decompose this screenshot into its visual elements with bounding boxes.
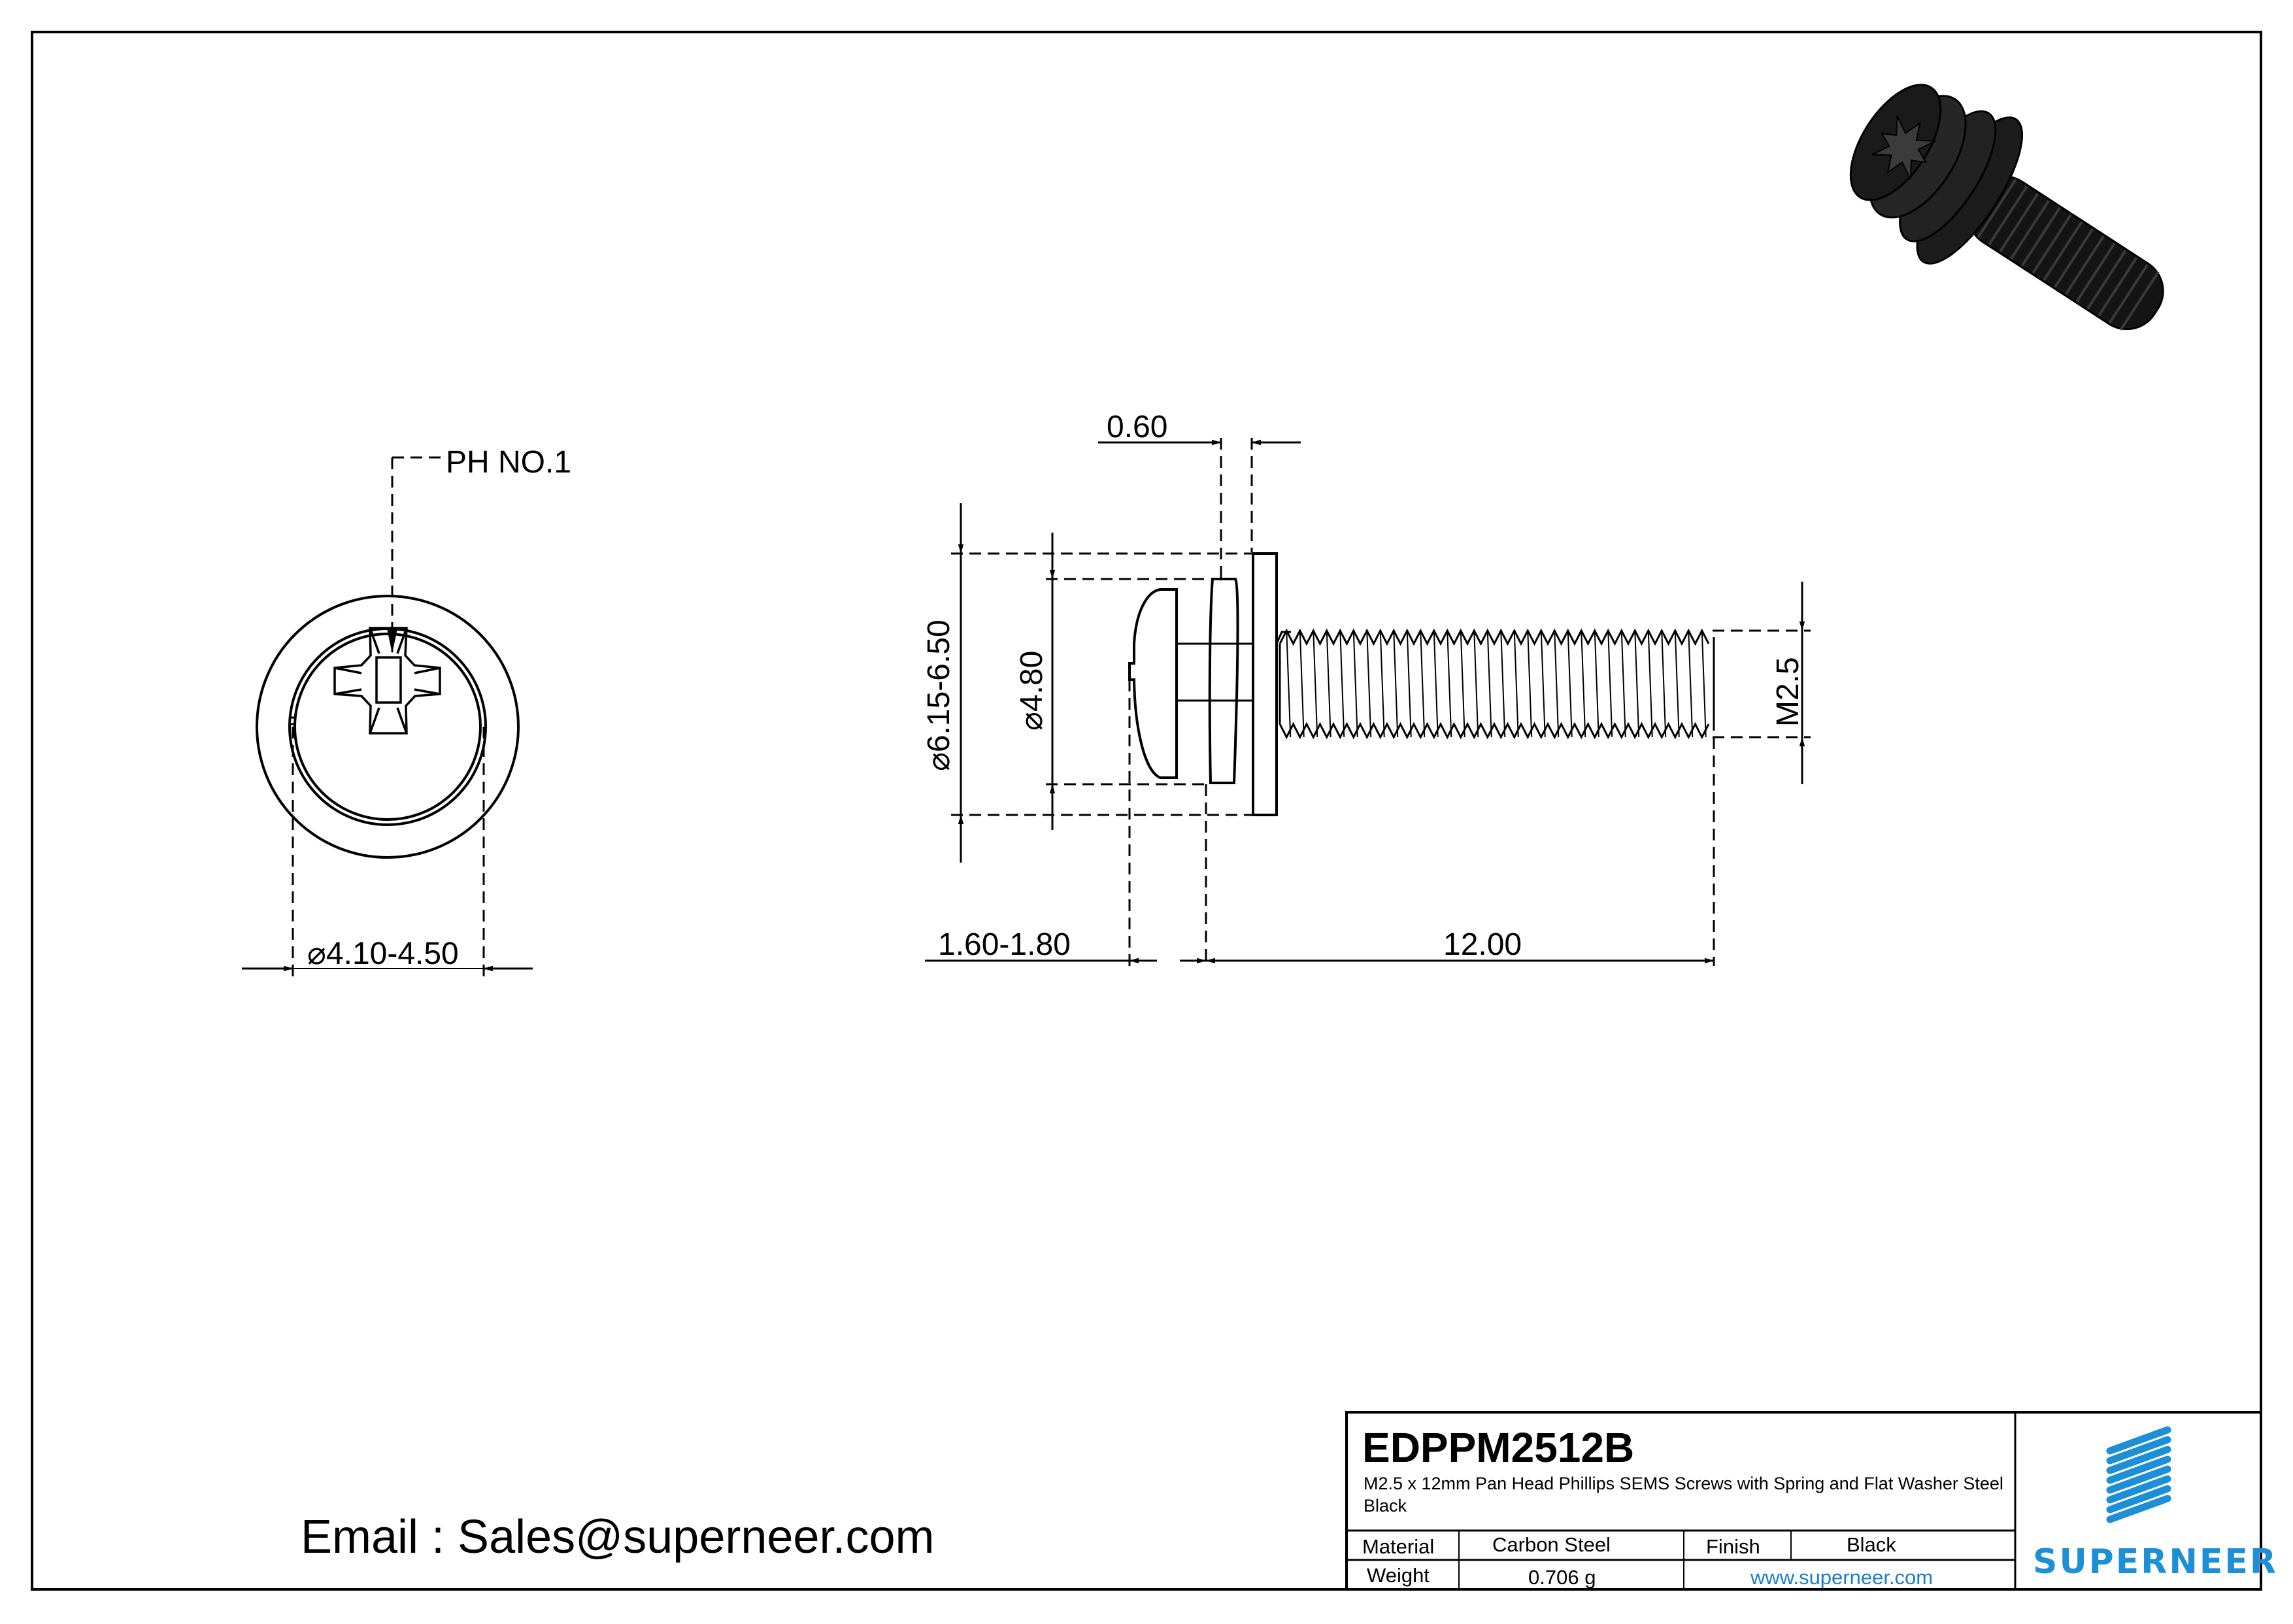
weight-label: Weight [1367, 1564, 1430, 1587]
threads [1279, 628, 1715, 740]
material-label: Material [1362, 1535, 1435, 1558]
diameter-symbol-icon: ⌀ [307, 936, 326, 971]
website-link[interactable]: www.superneer.com [1750, 1566, 1933, 1589]
front-diameter-dimension: ⌀4.10-4.50 [307, 938, 459, 970]
pan-head [1128, 588, 1178, 779]
thread-size-dimension: M2.5 [1771, 657, 1805, 727]
washer-outline [256, 595, 520, 859]
flat-washer [1252, 552, 1278, 816]
superneer-logo-text: SUPERNEER [2033, 1542, 2278, 1582]
diameter-symbol-icon: ⌀ [1014, 712, 1049, 731]
phillips-recess-icon [333, 627, 441, 735]
finish-value: Black [1847, 1533, 1896, 1556]
part-description: M2.5 x 12mm Pan Head Phillips SEMS Screw… [1364, 1474, 2003, 1516]
part-number: EDPPM2512B [1362, 1424, 1635, 1471]
washer-thickness-dimension: 0.60 [1107, 410, 1168, 444]
superneer-logo-icon [2106, 1426, 2171, 1523]
head-height-dimension: 1.60-1.80 [938, 927, 1071, 962]
washer-od-dimension: ⌀6.15-6.50 [922, 620, 956, 771]
sheet-border [31, 31, 2262, 1591]
contact-email: Email : Sales@superneer.com [301, 1511, 935, 1563]
head-diameter-value: 4.80 [1014, 650, 1049, 712]
spring-washer [1208, 578, 1239, 784]
material-value: Carbon Steel [1492, 1533, 1611, 1556]
head-outline [293, 633, 482, 821]
diameter-symbol-icon: ⌀ [922, 752, 956, 771]
side-view [1128, 552, 1291, 816]
washer-od-value: 6.15-6.50 [922, 620, 956, 753]
screw-3d-render-icon [1849, 84, 2164, 331]
head-diameter-dimension: ⌀4.80 [1014, 650, 1049, 731]
front-diameter-value: 4.10-4.50 [326, 936, 459, 971]
finish-label: Finish [1706, 1535, 1760, 1558]
weight-value: 0.706 g [1528, 1566, 1596, 1589]
title-block [1345, 1411, 2262, 1591]
recess-label: PH NO.1 [446, 445, 572, 480]
length-dimension: 12.00 [1443, 927, 1522, 962]
side-dimensions [925, 438, 1811, 966]
front-view [242, 456, 533, 977]
